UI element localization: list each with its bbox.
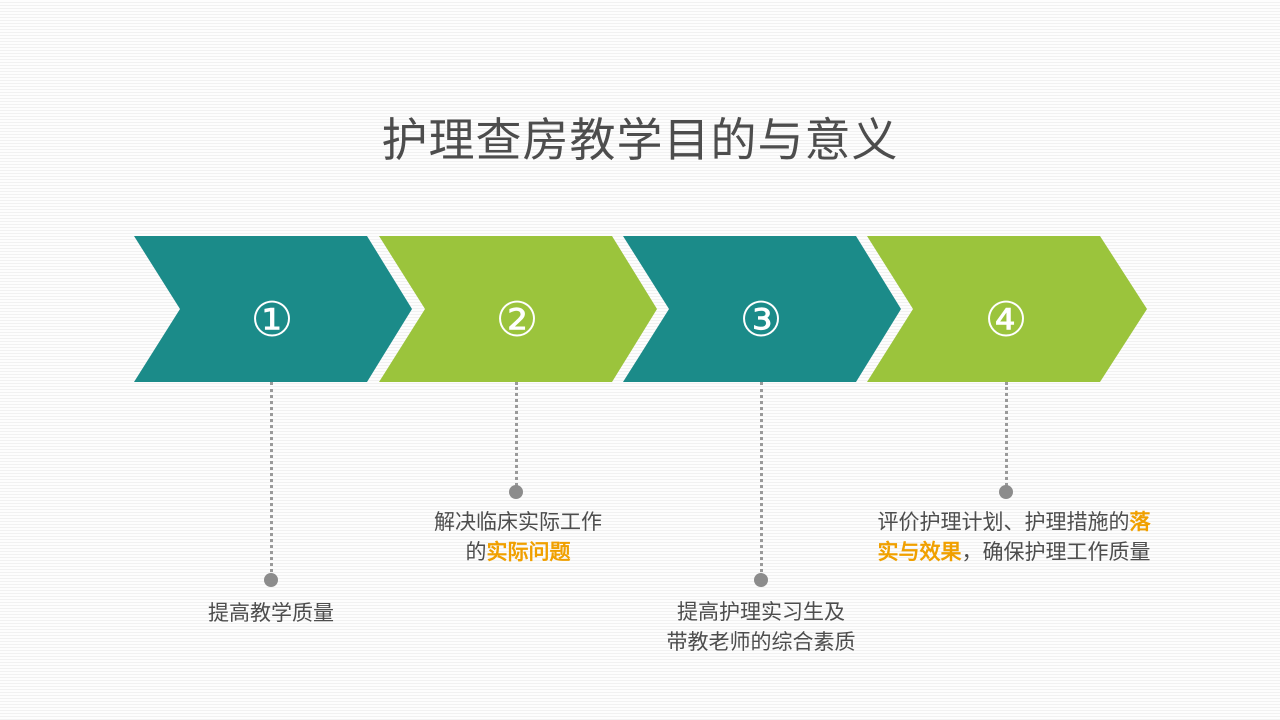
desc-text: 解决临床实际工作 (434, 510, 602, 534)
step-number-1: ① (250, 292, 294, 348)
connector-line-3 (760, 382, 763, 578)
desc-text: 提高教学质量 (208, 601, 334, 625)
desc-text: 提高护理实习生及 (677, 600, 845, 624)
step-desc-4: 评价护理计划、护理措施的落实与效果，确保护理工作质量 (846, 507, 1182, 567)
desc-text: 的 (465, 540, 487, 564)
highlighted-text: 实与效果 (877, 540, 962, 564)
connector-dot-4 (999, 485, 1013, 499)
chevron-step-4 (867, 236, 1147, 382)
step-desc-3: 提高护理实习生及带教老师的综合素质 (630, 597, 892, 657)
connector-line-1 (270, 382, 273, 578)
chevron-step-3 (623, 236, 901, 382)
connector-dot-2 (509, 485, 523, 499)
step-desc-1: 提高教学质量 (150, 598, 392, 628)
desc-text: 带教老师的综合素质 (666, 630, 856, 654)
chevron-step-1 (134, 236, 412, 382)
page-title: 护理查房教学目的与意义 (381, 113, 899, 167)
chevron-step-2 (379, 236, 657, 382)
desc-text: 评价护理计划、护理措施的 (877, 510, 1130, 534)
connector-dot-3 (754, 573, 768, 587)
highlighted-text: 实际问题 (486, 540, 571, 564)
step-number-3: ③ (739, 292, 783, 348)
connector-dot-1 (264, 573, 278, 587)
step-number-2: ② (495, 292, 539, 348)
connector-line-2 (515, 382, 518, 486)
desc-text: ，确保护理工作质量 (961, 540, 1151, 564)
connector-line-4 (1005, 382, 1008, 486)
highlighted-text: 落 (1129, 510, 1151, 534)
step-number-4: ④ (984, 292, 1028, 348)
step-desc-2: 解决临床实际工作的实际问题 (396, 507, 640, 567)
